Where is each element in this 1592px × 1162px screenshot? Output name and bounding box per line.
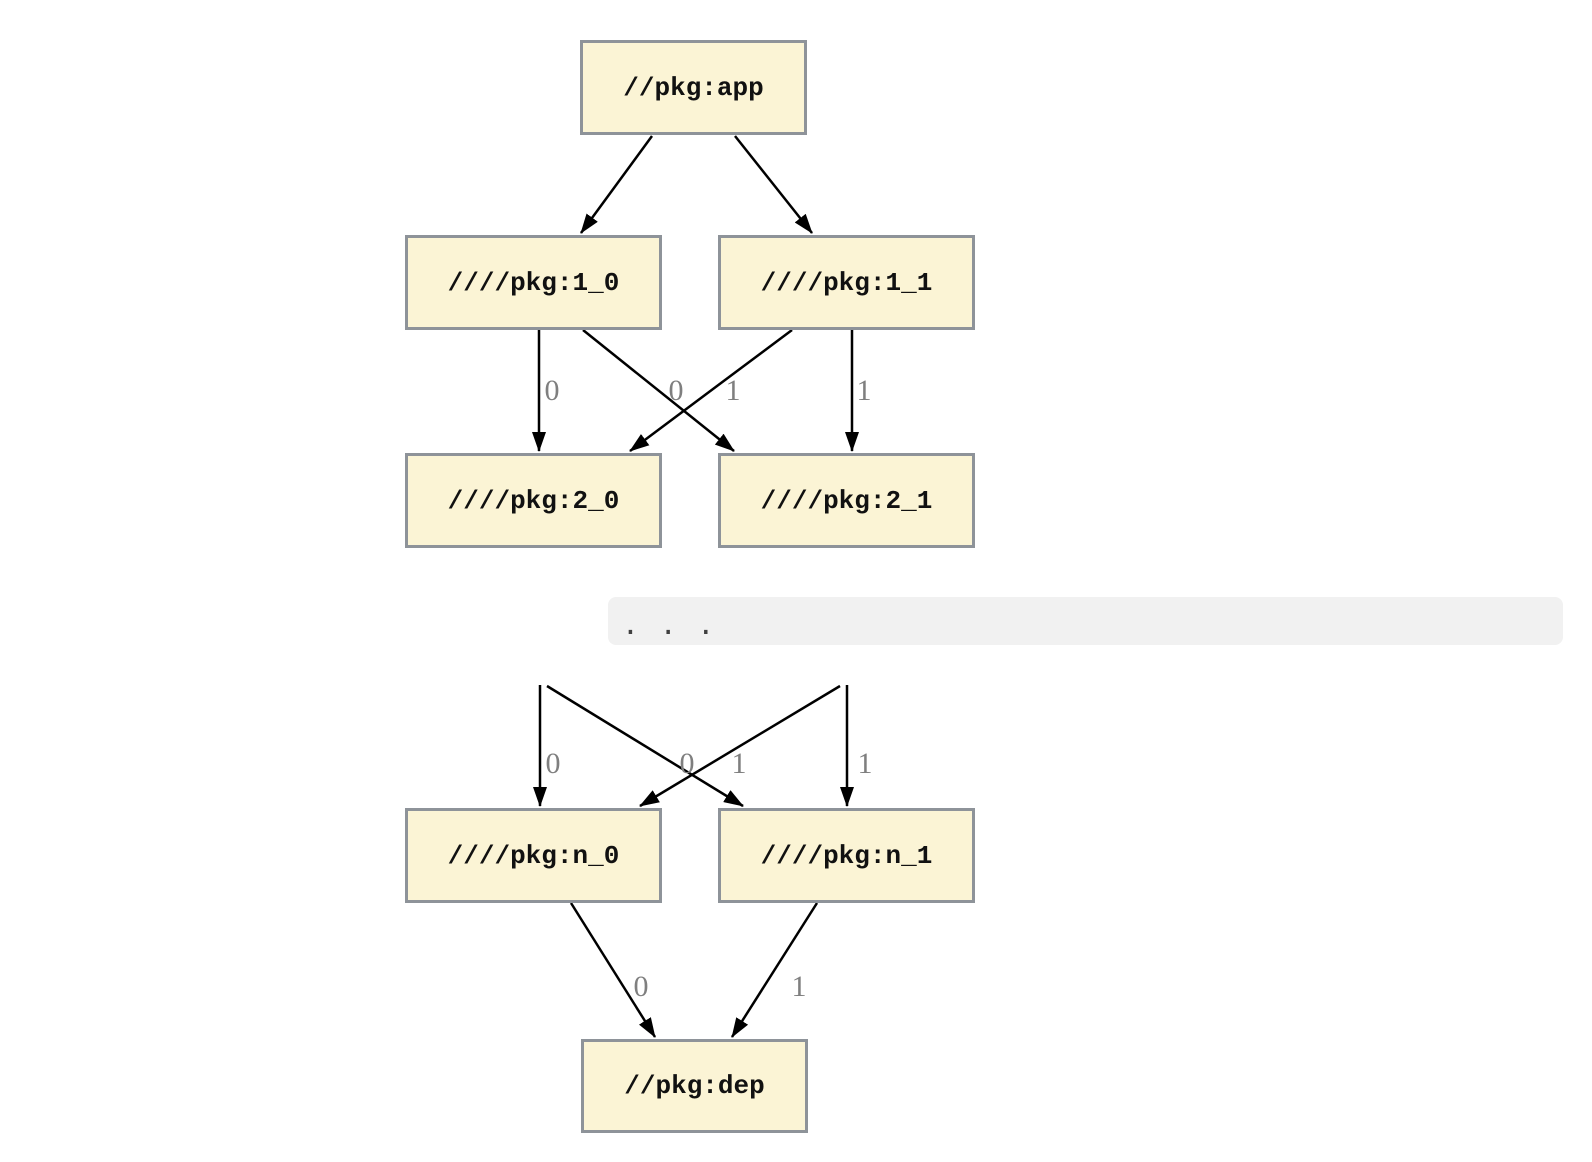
- edge-ellipsis-to-n_1-cross: [546, 684, 744, 808]
- ellipsis-band: . . .: [608, 597, 1563, 645]
- node-pkg-n_1-label: ////pkg:n_1: [760, 840, 933, 871]
- node-pkg-2_1: ////pkg:2_1: [718, 453, 975, 548]
- node-pkg-n_1: ////pkg:n_1: [718, 808, 975, 903]
- edge-label-ellipsis-n_1-cross: 1: [731, 747, 747, 780]
- node-pkg-app-label: //pkg:app: [623, 72, 764, 103]
- edge-app-to-1_0: [579, 135, 654, 234]
- edge-1_1-to-2_0: [629, 328, 793, 453]
- edge-label-1_0-2_1: 1: [725, 374, 741, 407]
- node-pkg-2_0-label: ////pkg:2_0: [447, 485, 620, 516]
- edge-label-ellipsis-n_0: 0: [545, 747, 561, 780]
- node-pkg-2_0: ////pkg:2_0: [405, 453, 662, 548]
- node-pkg-1_1: ////pkg:1_1: [718, 235, 975, 330]
- edge-label-n_1-dep: 1: [791, 970, 807, 1003]
- edge-label-ellipsis-n_0-cross: 0: [679, 747, 695, 780]
- node-pkg-1_0-label: ////pkg:1_0: [447, 267, 620, 298]
- node-pkg-dep-label: //pkg:dep: [624, 1071, 765, 1101]
- edge-label-1_1-2_0: 0: [668, 374, 684, 407]
- edge-label-n_0-dep: 0: [633, 970, 649, 1003]
- ellipsis-text: . . .: [622, 607, 717, 641]
- edge-app-to-1_1: [734, 135, 813, 234]
- node-pkg-2_1-label: ////pkg:2_1: [760, 485, 933, 516]
- edge-label-1_1-2_1: 1: [856, 374, 872, 407]
- node-pkg-1_1-label: ////pkg:1_1: [760, 267, 933, 298]
- edge-label-1_0-2_0: 0: [544, 374, 560, 407]
- edge-1_0-to-2_1: [582, 329, 735, 452]
- edge-label-ellipsis-n_1: 1: [857, 747, 873, 780]
- node-pkg-n_0: ////pkg:n_0: [405, 808, 662, 903]
- edge-ellipsis-to-n_0-cross: [639, 684, 841, 808]
- node-pkg-1_0: ////pkg:1_0: [405, 235, 662, 330]
- node-pkg-n_0-label: ////pkg:n_0: [447, 840, 620, 871]
- node-pkg-app: //pkg:app: [580, 40, 807, 135]
- node-pkg-dep: //pkg:dep: [581, 1039, 808, 1133]
